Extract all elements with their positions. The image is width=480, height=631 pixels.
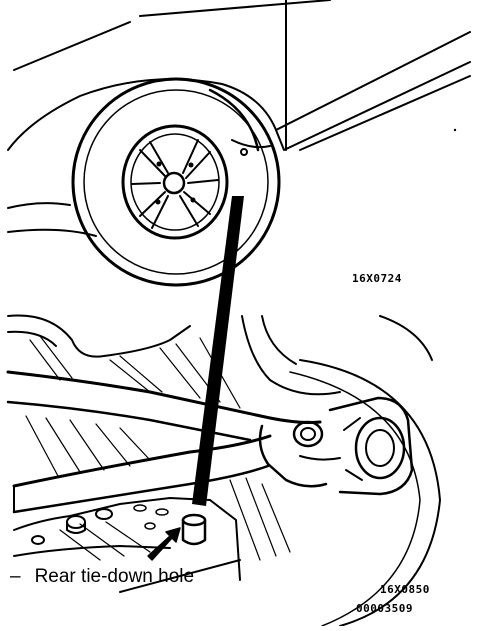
tie-down-hole (181, 513, 207, 546)
figure-code-top: 16X0724 (352, 272, 402, 285)
figure-code-bottom: 16X0850 (380, 583, 430, 596)
rear-wheel (71, 77, 281, 287)
document-number: 00003509 (356, 602, 413, 615)
car-body-outline (7, 0, 471, 237)
underbody-structure (6, 314, 441, 627)
callout-label: Rear tie-down hole (34, 566, 195, 587)
callout-rear-tie-down-hole: –Rear tie-down hole (10, 566, 194, 588)
callout-marker: – (10, 566, 21, 587)
pointer-line (192, 196, 244, 506)
arrow-icon (147, 527, 181, 561)
